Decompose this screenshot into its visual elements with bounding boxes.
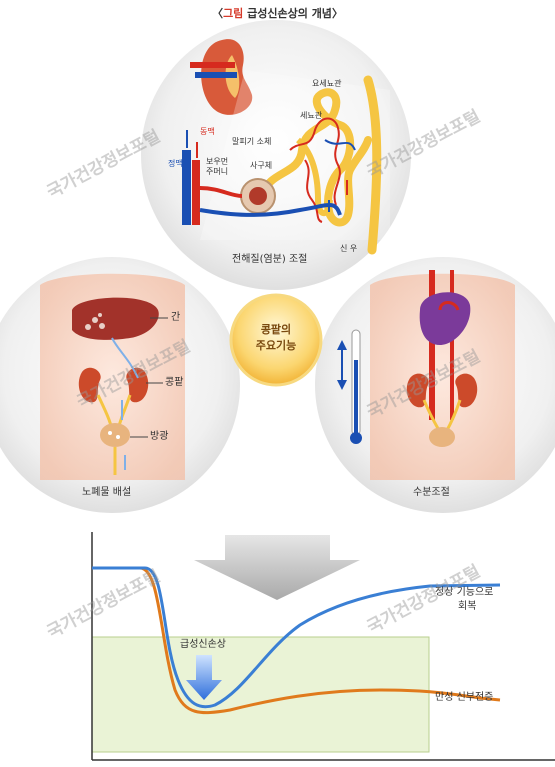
center-circle — [229, 293, 323, 387]
center-line-2: 주요기능 — [255, 339, 297, 352]
right-body-illustration — [337, 270, 515, 480]
label-electrolyte: 전해질(염분) 조절 — [232, 254, 308, 265]
function-graph — [91, 532, 555, 761]
label-recovery-1: 정상 기능으로 — [435, 587, 494, 598]
label-ckd: 만성 신부전증 — [435, 692, 494, 703]
nephron-diagram — [182, 75, 382, 255]
label-arteriole: 세뇨관 — [300, 111, 323, 120]
label-aki: 급성신손상 — [180, 639, 226, 650]
label-kidney: 콩팥 — [165, 377, 184, 388]
label-waste-excretion: 노폐물 배설 — [82, 487, 132, 498]
label-artery: 동맥 — [200, 127, 215, 136]
label-recovery-2: 회복 — [458, 601, 477, 612]
label-bowman: 보우먼 주머니 — [206, 157, 229, 177]
ckd-curve — [92, 566, 501, 715]
label-bladder: 방광 — [150, 431, 169, 442]
kidney-top-icon — [190, 39, 253, 115]
aki-arrow-icon — [186, 655, 222, 700]
label-kidney-pelvis: 신 우 — [340, 244, 358, 253]
label-vein: 정맥 — [168, 159, 183, 168]
ckd-zone — [91, 636, 430, 753]
recovery-curve — [92, 566, 501, 709]
label-malpighi: 말피기 소체 — [232, 137, 272, 146]
figure-title: 〈그림 급성신손상의 개념〉 — [212, 7, 343, 20]
label-glomerulus: 사구체 — [250, 161, 273, 170]
center-line-1: 콩팥의 — [260, 323, 292, 336]
label-tubule: 요세뇨관 — [312, 79, 342, 88]
left-body-illustration — [40, 273, 185, 480]
label-liver: 간 — [171, 312, 181, 323]
down-arrow-icon — [194, 535, 360, 600]
label-water-control: 수분조절 — [413, 487, 450, 498]
